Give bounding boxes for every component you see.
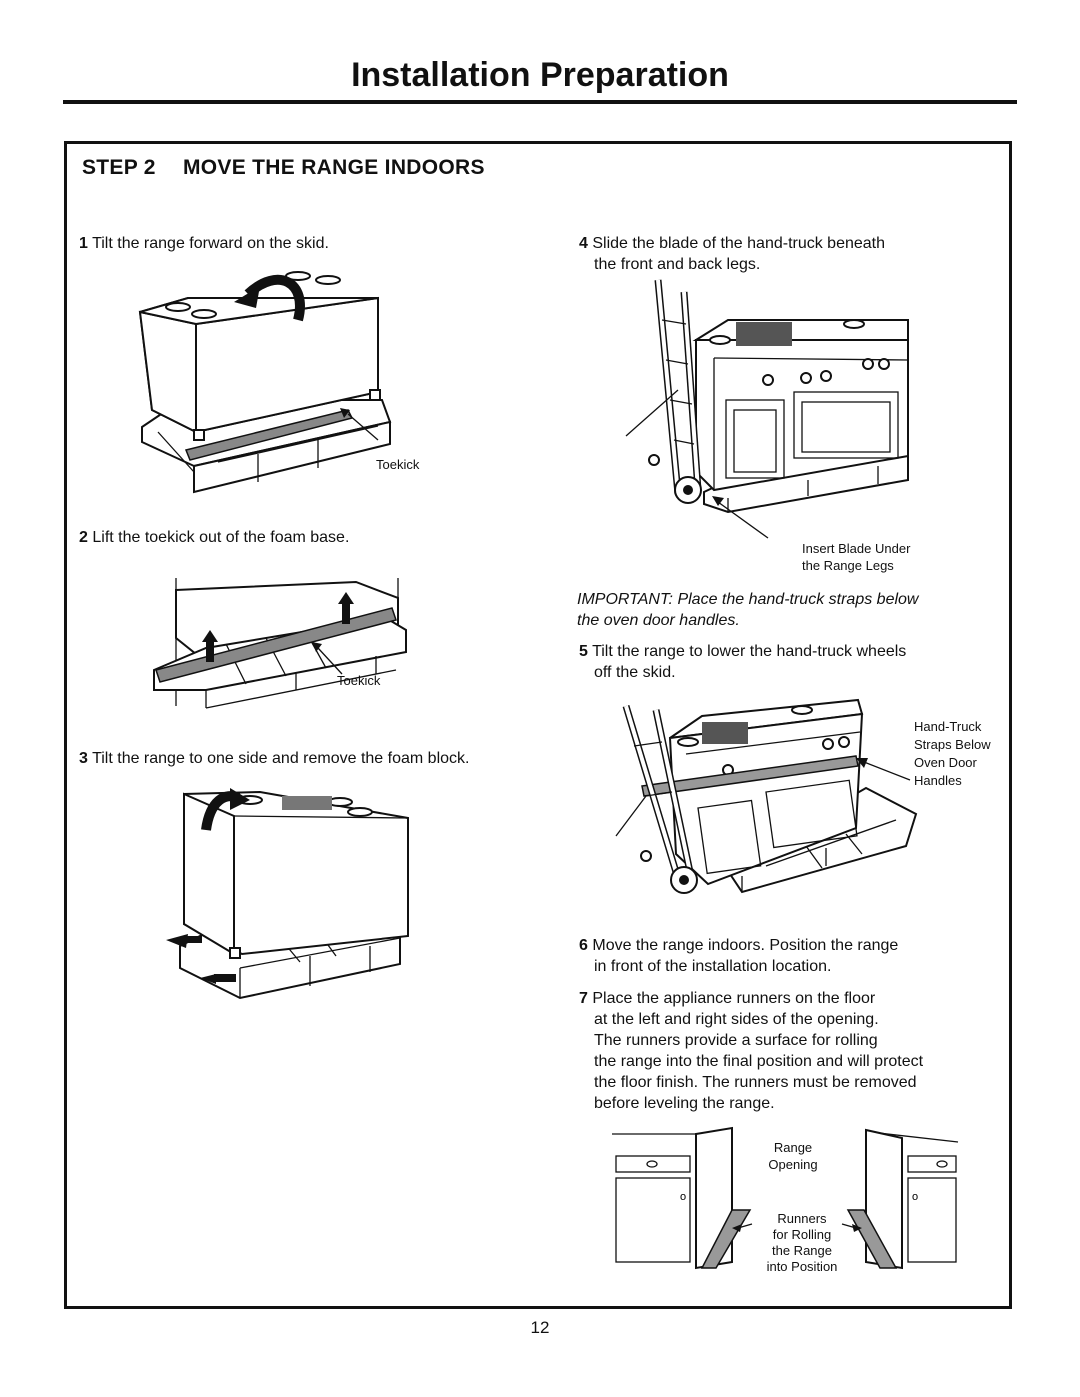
instruction-text: Lift the toekick out of the foam base. — [92, 529, 350, 546]
illustration-hand-truck-blade — [625, 279, 909, 539]
instruction-text: Tilt the range to one side and remove th… — [92, 750, 470, 767]
important-text: the oven door handles. — [577, 612, 740, 629]
illustration-tilt-forward — [138, 271, 392, 494]
instruction-text: off the skid. — [594, 664, 676, 681]
caption-line: the Range — [772, 1243, 832, 1258]
illustration-lift-toekick — [153, 578, 407, 709]
page-number: 12 — [530, 1318, 550, 1337]
instruction-7: 7 Place the appliance runners on the flo… — [579, 988, 923, 1114]
instruction-number: 5 — [579, 643, 588, 660]
illustration-remove-foam — [166, 788, 409, 1000]
important-note: IMPORTANT: Place the hand-truck straps b… — [577, 589, 918, 631]
instruction-number: 1 — [79, 235, 88, 252]
illustration-runners: o o — [612, 1126, 959, 1270]
instruction-number: 3 — [79, 750, 88, 767]
instruction-text: the range into the final position and wi… — [594, 1053, 924, 1070]
step-heading: STEP 2 MOVE THE RANGE INDOORS — [82, 156, 485, 180]
instruction-1: 1 Tilt the range forward on the skid. — [79, 233, 329, 254]
instruction-text: before leveling the range. — [594, 1095, 775, 1112]
important-text: Place the hand-truck straps below — [677, 591, 919, 608]
caption-line: Oven Door — [914, 755, 977, 770]
step-number: STEP 2 — [82, 156, 156, 179]
instruction-4: 4 Slide the blade of the hand-truck bene… — [579, 233, 885, 275]
important-label: IMPORTANT: — [577, 591, 673, 608]
instruction-text: in front of the installation location. — [594, 958, 832, 975]
caption-toekick-1: Toekick — [376, 457, 420, 472]
instruction-2: 2 Lift the toekick out of the foam base. — [79, 527, 349, 548]
caption-line: Hand-Truck — [914, 719, 982, 734]
caption-hand-truck-straps: Hand-Truck Straps Below Oven Door Handle… — [914, 718, 991, 790]
illustration-hand-truck-tilt — [615, 698, 918, 894]
caption-toekick-2: Toekick — [337, 673, 381, 688]
caption-range-opening: Range Opening — [757, 1139, 829, 1173]
caption-line: Handles — [914, 773, 962, 788]
instruction-text: The runners provide a surface for rollin… — [594, 1032, 878, 1049]
instruction-number: 7 — [579, 990, 588, 1007]
caption-line: for Rolling — [772, 1227, 832, 1242]
instruction-text: Tilt the range to lower the hand-truck w… — [592, 643, 907, 660]
instruction-number: 4 — [579, 235, 588, 252]
caption-line: Insert Blade Under — [802, 541, 911, 556]
instruction-text: at the left and right sides of the openi… — [594, 1011, 879, 1028]
instruction-6: 6 Move the range indoors. Position the r… — [579, 935, 898, 977]
step-title: MOVE THE RANGE INDOORS — [183, 156, 485, 179]
svg-text:o: o — [680, 1191, 686, 1203]
instruction-text: the floor finish. The runners must be re… — [594, 1074, 917, 1091]
instruction-text: Slide the blade of the hand-truck beneat… — [592, 235, 886, 252]
caption-line: Straps Below — [914, 737, 991, 752]
content-frame — [64, 141, 1012, 1309]
caption-insert-blade: Insert Blade Under the Range Legs — [802, 540, 910, 574]
instruction-text: the front and back legs. — [594, 256, 761, 273]
instruction-number: 6 — [579, 937, 588, 954]
title-rule — [63, 100, 1017, 104]
instruction-number: 2 — [79, 529, 88, 546]
caption-line: Opening — [768, 1157, 818, 1172]
instruction-text: Move the range indoors. Position the ran… — [592, 937, 899, 954]
instruction-text: Tilt the range forward on the skid. — [92, 235, 329, 252]
instruction-5: 5 Tilt the range to lower the hand-truck… — [579, 641, 906, 683]
page-title: Installation Preparation — [351, 56, 729, 94]
instruction-text: Place the appliance runners on the floor — [592, 990, 876, 1007]
caption-line: into Position — [766, 1259, 838, 1274]
caption-line: the Range Legs — [802, 558, 894, 573]
svg-text:o: o — [912, 1191, 918, 1203]
instruction-3: 3 Tilt the range to one side and remove … — [79, 748, 469, 769]
caption-line: Range — [773, 1140, 813, 1155]
caption-runners: Runners for Rolling the Range into Posit… — [758, 1211, 846, 1275]
caption-line: Runners — [777, 1211, 827, 1226]
